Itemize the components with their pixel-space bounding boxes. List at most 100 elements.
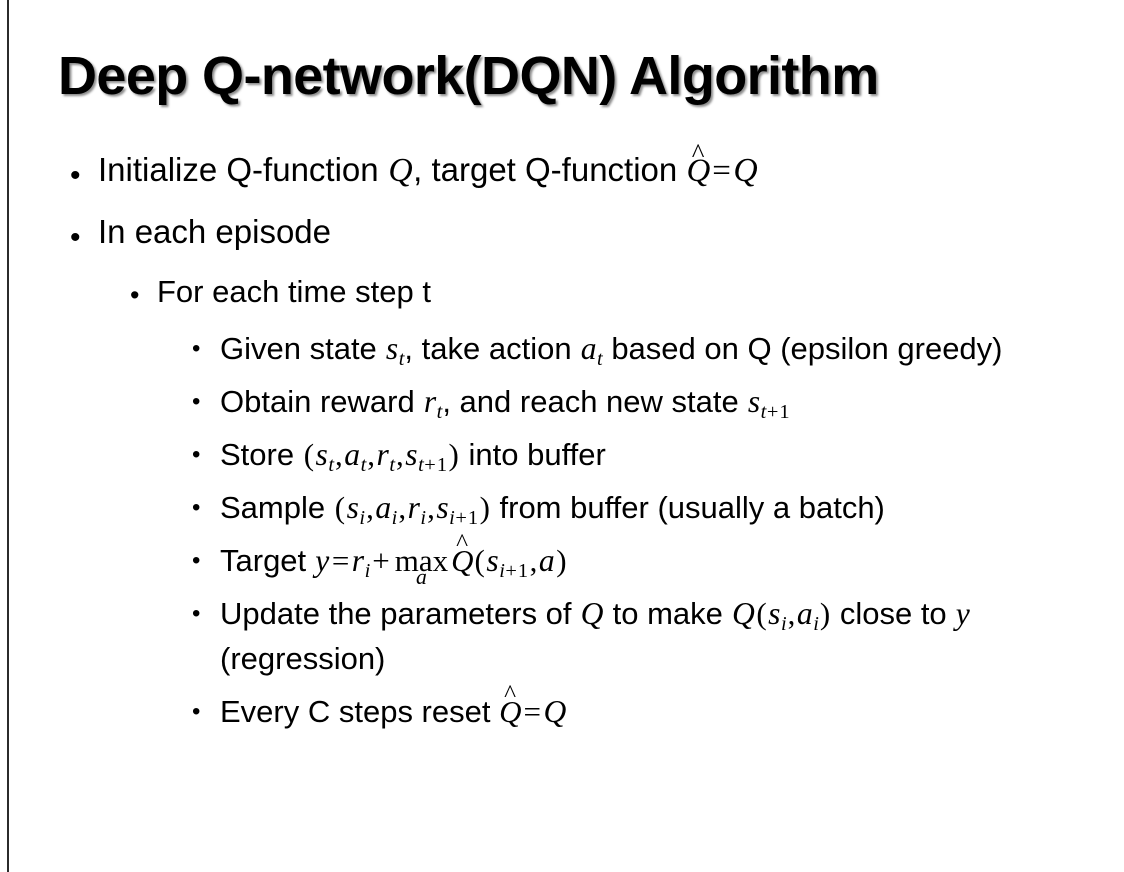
math-paren-open: ( [474,543,485,578]
list-item-store-transition: • Store (st,at,rt,st+1) into buffer [0,432,1124,477]
list-item-text: Sample (si,ai,ri,si+1) from buffer (usua… [220,485,1124,530]
list-item-text: For each time step t [157,274,431,309]
math-var-q: Q [733,152,758,189]
math-paren-open: ( [303,437,315,472]
math-subscript-i: i [364,560,371,583]
math-var-a: a [538,543,555,578]
math-comma: , [787,596,796,631]
math-comma: , [335,437,343,472]
text-fragment: Initialize Q-function [98,151,388,188]
list-item-in-each-episode: • In each episode [0,210,1124,254]
math-var-a: a [580,331,597,366]
math-comma: , [366,490,374,525]
text-fragment: (regression) [220,641,386,676]
list-item-text: Every C steps reset Q^=Q [220,681,1124,734]
bullet-marker: • [70,159,81,192]
math-op-equals: = [712,153,731,189]
math-subscript-t-plus-1: t+1 [761,401,790,423]
bullet-marker: • [192,600,201,627]
text-fragment: Target [220,543,315,578]
math-subscript-t: t [328,454,335,477]
text-fragment: based on Q (epsilon greedy) [602,331,1003,366]
list-item-text: Obtain reward r t , and reach new state st… [220,379,1124,424]
math-paren-close: ) [819,596,831,631]
math-var-s: s [747,384,761,419]
math-comma: , [367,437,376,472]
text-fragment: Given state [220,331,386,366]
math-subscript-t: t [597,348,603,371]
math-comma: , [396,437,404,472]
math-var-q-hat: Q^ [499,681,522,729]
list-item-text: Initialize Q-function Q, target Q-functi… [98,139,1124,193]
math-subscript-i: i [813,613,819,636]
bullet-marker: • [192,335,201,362]
math-var-q: Q [388,152,413,189]
math-var-y: y [955,596,970,631]
math-var-s: s [385,331,399,366]
math-var-y: y [315,543,330,578]
sub-var: t [760,401,767,424]
sub-var: t [418,454,424,477]
math-var-r: r [376,437,389,472]
math-var-q: Q [731,596,755,631]
text-fragment: Every C steps reset [220,694,500,729]
math-op-equals: = [331,543,350,578]
math-paren-open: ( [334,490,346,525]
bullet-marker: • [192,547,201,574]
sub-var: i [499,560,505,583]
q-base: Q [499,694,522,729]
sub-plus: + [766,401,779,424]
math-var-r: r [407,490,420,525]
sub-var: i [449,507,455,530]
sub-plus: + [455,507,467,530]
sub-one: 1 [467,507,479,530]
math-var-r: r [423,384,437,419]
math-var-q: Q [580,596,604,631]
text-fragment: , target Q-function [413,151,687,188]
text-fragment: , and reach new state [442,384,748,419]
math-subscript-i: i [359,507,366,530]
bullet-marker: • [192,441,201,468]
sub-plus: + [505,560,517,583]
math-var-a: a [796,596,813,631]
bullet-marker: • [192,698,201,725]
math-subscript-i-plus-1: i+1 [499,560,528,582]
math-subscript-i: i [780,613,787,636]
math-subscript-i-plus-1: i+1 [449,507,478,529]
bullet-marker: • [192,494,201,521]
text-fragment: Sample [220,490,334,525]
bullet-marker: • [130,280,140,310]
list-item-text: Update the parameters of Q to make Q(si,… [220,591,1124,681]
math-comma: , [398,490,407,525]
q-base: Q [451,543,474,578]
q-base: Q [686,153,711,189]
math-paren-close: ) [479,490,490,525]
math-op-equals: = [523,694,541,729]
sub-one: 1 [779,401,790,424]
math-paren-open: ( [756,596,767,631]
list-item-initialize: • Initialize Q-function Q, target Q-func… [0,139,1124,193]
math-var-s: s [405,437,418,472]
list-item-update-parameters: • Update the parameters of Q to make Q(s… [0,591,1124,681]
math-comma: , [529,543,538,578]
math-subscript-i: i [420,507,427,530]
text-fragment: close to [831,596,956,631]
math-paren-close: ) [448,437,459,472]
circumflex-accent: ^ [504,679,517,708]
math-subscript-t-plus-1: t+1 [418,454,447,476]
list-item-for-each-time-step: • For each time step t [0,271,1124,312]
algorithm-bullet-list: • Initialize Q-function Q, target Q-func… [0,139,1124,742]
math-var-r: r [351,543,365,578]
math-op-plus: + [372,543,390,578]
list-item-text: In each episode [98,213,332,250]
math-var-s: s [346,490,359,525]
math-var-a: a [375,490,392,525]
slide-left-border [7,0,9,872]
text-fragment: , take action [404,331,581,366]
text-fragment: Obtain reward [220,384,424,419]
math-var-s: s [436,490,449,525]
